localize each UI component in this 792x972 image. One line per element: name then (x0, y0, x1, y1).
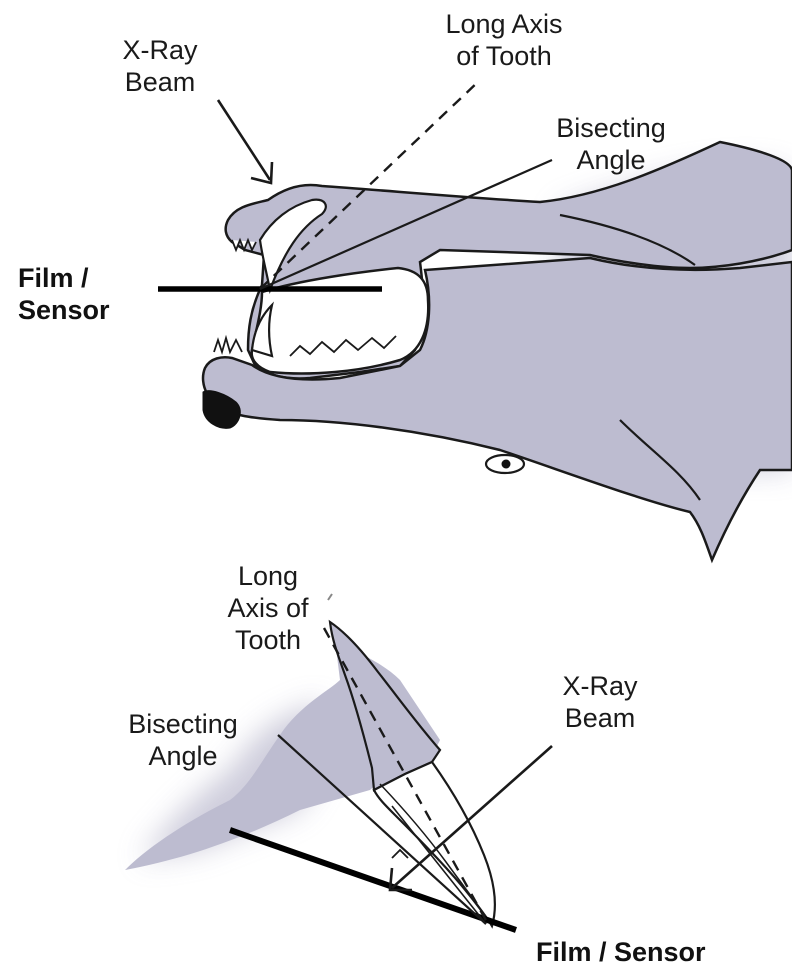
label-xray-beam-top: X-Ray Beam (110, 34, 210, 98)
label-long-axis-top-line1: Long Axis (424, 8, 584, 40)
label-bisecting-angle-bottom-line2: Angle (108, 740, 258, 772)
label-long-axis-top-line2: of Tooth (424, 40, 584, 72)
top-dog-head (203, 142, 792, 560)
label-long-axis-top: Long Axis of Tooth (424, 8, 584, 72)
label-xray-beam-top-line1: X-Ray (110, 34, 210, 66)
label-xray-beam-top-line2: Beam (110, 66, 210, 98)
label-bisecting-angle-top-line2: Angle (536, 144, 686, 176)
label-long-axis-bottom-line2: Axis of (208, 592, 328, 624)
eye-pupil (502, 460, 511, 469)
label-xray-beam-bottom-line1: X-Ray (540, 670, 660, 702)
lower-incisors (214, 338, 242, 352)
stray-mark (328, 594, 332, 600)
xray-beam-arrow-shaft-top (218, 100, 270, 180)
label-xray-beam-bottom-line2: Beam (540, 702, 660, 734)
label-bisecting-angle-top-line1: Bisecting (536, 112, 686, 144)
label-film-sensor-bottom-text: Film / Sensor (536, 936, 706, 968)
label-bisecting-angle-top: Bisecting Angle (536, 112, 686, 176)
label-long-axis-bottom-line3: Tooth (208, 624, 328, 656)
label-long-axis-bottom: Long Axis of Tooth (208, 560, 328, 656)
label-bisecting-angle-bottom: Bisecting Angle (108, 708, 258, 772)
label-xray-beam-bottom: X-Ray Beam (540, 670, 660, 734)
label-long-axis-bottom-line1: Long (208, 560, 328, 592)
label-film-sensor-bottom: Film / Sensor (536, 936, 706, 968)
label-film-sensor-top-line1: Film / (18, 262, 110, 294)
label-bisecting-angle-bottom-line1: Bisecting (108, 708, 258, 740)
label-film-sensor-top: Film / Sensor (18, 262, 110, 326)
label-film-sensor-top-line2: Sensor (18, 294, 110, 326)
